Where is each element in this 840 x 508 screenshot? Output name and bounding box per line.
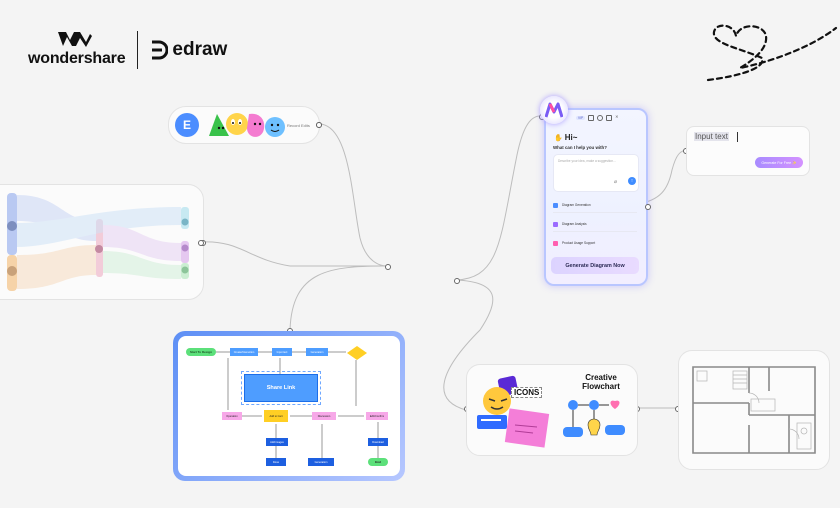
creative-title-line1: Creative [585,373,617,382]
flow-end-node[interactable]: End [368,458,388,466]
input-text-field[interactable]: Input text [694,132,729,141]
brand-bar: wondershare edraw [28,30,227,70]
flow-node[interactable]: Discussion [312,412,336,420]
creative-title: Creative Flowchart [571,373,631,391]
ai-assistant-panel[interactable]: VIP ✕ ✋ Hi~ What can I help you with? De… [540,96,651,286]
sankey-diagram [7,193,189,291]
flow-node[interactable]: Generation [306,348,328,356]
send-icon[interactable]: ↑ [628,177,636,185]
option-product-usage-support[interactable]: Product Usage Support [553,236,637,250]
prompt-placeholder: Describe your idea, make a suggestion... [558,159,616,163]
avatar-sticker-card[interactable]: E Record Edits [168,106,322,144]
flow-decision-node[interactable] [346,345,368,361]
ai-logo [540,96,568,124]
wave-hand-icon: ✋ [554,134,563,142]
connector-dot [645,204,651,210]
creative-flow-graphic [563,400,625,437]
flow-start-node[interactable]: Start To Design [186,348,216,356]
diagram-analysis-icon [553,221,558,227]
product-support-icon [553,240,558,246]
flow-node[interactable]: Edit/Confirm [366,412,388,420]
input-text-card[interactable]: Input text Generate For Free ✨ [686,126,810,176]
generate-diagram-button[interactable]: Generate Diagram Now [551,257,639,274]
option-label: Product Usage Support [562,241,596,245]
assistant-options: Diagram Generation Diagram Analysis Prod… [553,198,637,250]
flow-node[interactable]: Done [266,458,286,466]
avatar-badge: E [175,113,199,137]
flow-node[interactable]: Generation [308,458,334,466]
hub-dot [198,240,204,246]
greeting-text: Hi~ [564,133,578,142]
flow-node[interactable]: Add images [266,438,288,446]
sankey-chart-card[interactable] [0,184,206,300]
share-link-node[interactable]: Share Link [241,371,321,405]
vip-tag: VIP [576,116,586,120]
flow-node[interactable]: Add to Cart [264,410,288,422]
floor-plan-graphic [692,366,816,454]
diagram-generation-icon [553,202,558,208]
wondershare-logo: wondershare [28,32,126,68]
floor-plan-card[interactable] [678,350,830,470]
assistant-greeting: ✋ Hi~ [554,133,577,142]
option-label: Diagram Generation [562,203,591,207]
option-diagram-generation[interactable]: Diagram Generation [553,198,637,213]
flowchart-card[interactable]: Start To Design Create/Interaction Input… [173,331,405,481]
heart-doodle-icon [706,24,838,82]
assistant-question: What can I help you with? [553,145,607,150]
edraw-mark-icon [152,40,169,60]
flowchart-lines [216,351,379,458]
option-diagram-analysis[interactable]: Diagram Analysis [553,217,637,232]
option-label: Diagram Analysis [562,222,587,226]
window-controls-icon[interactable]: ✕ [588,115,619,121]
creative-flowchart-card[interactable]: ICONS Creative Flowchart [466,364,638,456]
edraw-logo: edraw [150,39,227,61]
generate-free-button[interactable]: Generate For Free ✨ [755,157,803,168]
flowchart-canvas: Start To Design Create/Interaction Input… [178,336,400,476]
wondershare-mark-icon [58,32,92,47]
hub-dot [385,264,391,270]
edraw-wordmark: edraw [172,39,228,60]
panel-topbar: VIP ✕ [576,115,619,121]
brand-divider [137,31,139,69]
record-edits-label: Record Edits [287,123,310,128]
attach-icon[interactable]: ⌀ [614,179,618,185]
prompt-input[interactable]: Describe your idea, make a suggestion...… [553,154,639,192]
creative-title-line2: Flowchart [582,382,620,391]
hub-dot [454,278,460,284]
hub-dot [316,122,322,128]
flow-node[interactable]: Operation [222,412,242,420]
text-caret [737,132,738,142]
wondershare-wordmark: wondershare [28,50,126,67]
ai-logo-icon [545,102,563,118]
icons-sticker-label: ICONS [511,387,543,398]
flow-node[interactable]: Input text [272,348,292,356]
flow-node[interactable]: Create/Interaction [230,348,258,356]
emoji-stickers-icon [209,113,285,137]
flow-node[interactable]: Download [368,438,388,446]
